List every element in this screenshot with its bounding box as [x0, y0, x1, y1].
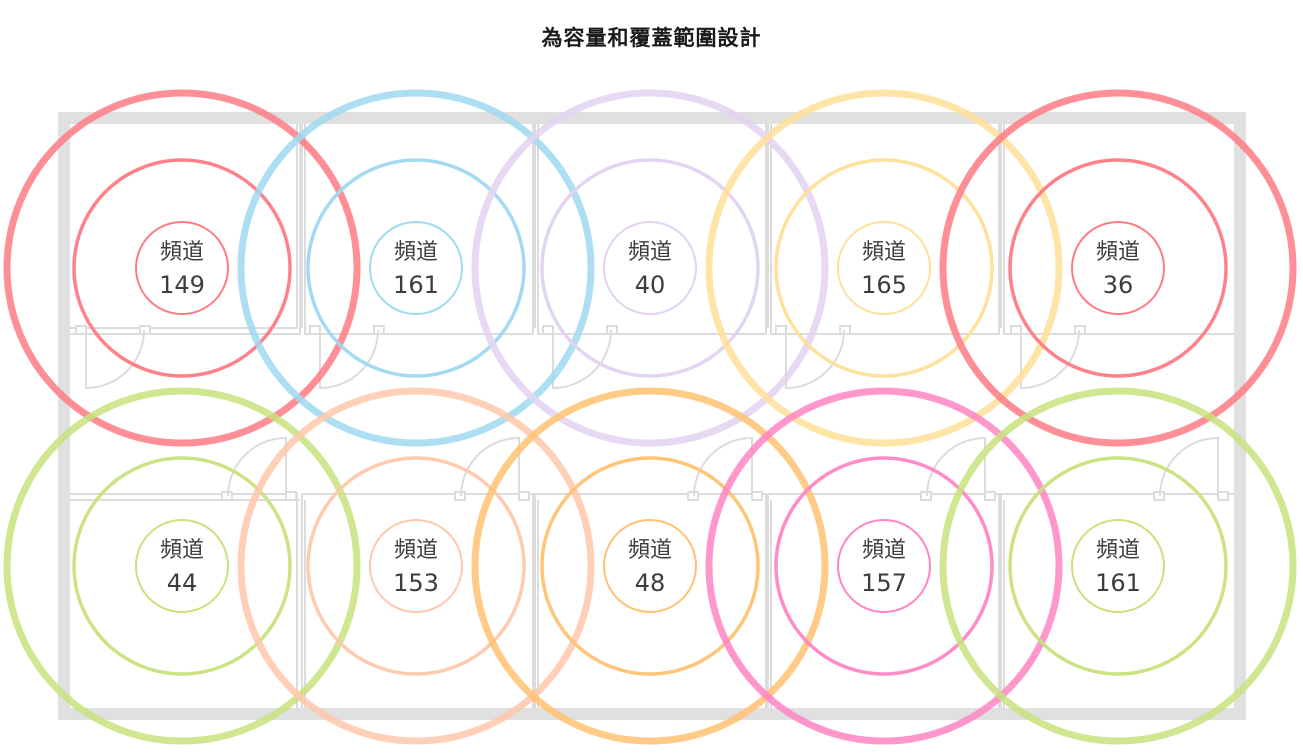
access-point-marker — [369, 519, 463, 613]
access-point-marker — [135, 221, 229, 315]
channel-number: 161 — [393, 271, 439, 299]
coverage-ring-outer — [939, 387, 1297, 745]
diagram-title: 為容量和覆蓋範圍設計 — [541, 26, 762, 50]
coverage-ring-outer — [3, 89, 361, 447]
coverage-ring-outer — [3, 387, 361, 745]
channel-label: 頻道 157 — [838, 535, 930, 599]
coverage-ring-outer — [471, 387, 829, 745]
channel-number: 149 — [159, 271, 205, 299]
channel-label: 頻道 153 — [370, 535, 462, 599]
channel-word: 頻道 — [159, 538, 204, 563]
coverage-ring-outer — [237, 89, 595, 447]
channel-label: 頻道 165 — [838, 237, 930, 301]
coverage-ring-mid — [72, 158, 292, 378]
access-point-marker — [369, 221, 463, 315]
channel-word: 頻道 — [627, 240, 672, 265]
channel-word: 頻道 — [1095, 538, 1140, 563]
coverage-ring-mid — [1008, 158, 1228, 378]
access-point-marker — [837, 221, 931, 315]
access-point-marker — [1071, 519, 1165, 613]
channel-word: 頻道 — [861, 538, 906, 563]
channel-word: 頻道 — [627, 538, 672, 563]
coverage-ring-outer — [471, 89, 829, 447]
coverage-ring-outer — [705, 89, 1063, 447]
channel-number: 48 — [634, 569, 666, 597]
access-point-marker — [603, 519, 697, 613]
channel-number: 40 — [634, 271, 666, 299]
channel-word: 頻道 — [393, 240, 438, 265]
channel-number: 165 — [861, 271, 907, 299]
coverage-ring-mid — [306, 158, 526, 378]
channel-label: 頻道 149 — [136, 237, 228, 301]
channel-number: 44 — [166, 569, 198, 597]
coverage-ring-mid — [540, 456, 760, 676]
channel-number: 153 — [393, 569, 439, 597]
channel-number: 157 — [861, 569, 907, 597]
coverage-ring-outer — [939, 89, 1297, 447]
coverage-ring-mid — [306, 456, 526, 676]
channel-word: 頻道 — [159, 240, 204, 265]
access-point-marker — [1071, 221, 1165, 315]
top-row-rooms — [70, 124, 1234, 335]
coverage-ring-mid — [774, 158, 994, 378]
channel-word: 頻道 — [1095, 240, 1140, 265]
access-point-marker — [837, 519, 931, 613]
coverage-ring-mid — [72, 456, 292, 676]
access-point-coverage-rings — [3, 89, 1297, 745]
channel-label: 頻道 48 — [604, 535, 696, 599]
channel-number: 161 — [1095, 569, 1141, 597]
outer-wall — [58, 112, 1246, 720]
doors-bottom — [221, 436, 1229, 501]
access-point-marker — [135, 519, 229, 613]
coverage-ring-mid — [540, 158, 760, 378]
channel-number: 36 — [1102, 271, 1134, 299]
channel-label: 頻道 40 — [604, 237, 696, 301]
channel-label: 頻道 161 — [1072, 535, 1164, 599]
coverage-ring-outer — [237, 387, 595, 745]
coverage-ring-outer — [705, 387, 1063, 745]
doors-top — [75, 325, 1086, 390]
channel-label: 頻道 44 — [136, 535, 228, 599]
channel-word: 頻道 — [861, 240, 906, 265]
coverage-ring-mid — [774, 456, 994, 676]
channel-label: 頻道 161 — [370, 237, 462, 301]
channel-word: 頻道 — [393, 538, 438, 563]
coverage-ring-mid — [1008, 456, 1228, 676]
channel-label: 頻道 36 — [1072, 237, 1164, 301]
access-point-marker — [603, 221, 697, 315]
